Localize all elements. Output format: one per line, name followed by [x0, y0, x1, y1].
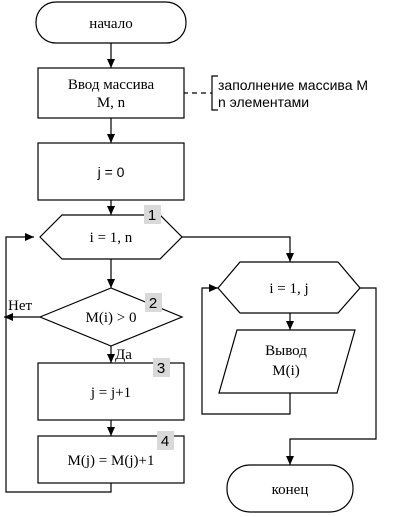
loop2-hexagon: i = 1, j — [217, 261, 361, 314]
step-number-4: 4 — [161, 433, 169, 450]
step-number-2: 2 — [149, 295, 157, 312]
j-init-block: j = 0 — [37, 142, 185, 201]
branch-label-yes: Да — [115, 347, 132, 363]
start-label: начало — [89, 16, 132, 32]
loop1-hexagon: i = 1, n — [39, 214, 183, 260]
step-badge-1: 1 — [144, 205, 161, 224]
comment-bracket — [211, 75, 218, 111]
end-label: конец — [272, 482, 309, 498]
assign-label: M(j) = M(j)+1 — [68, 453, 155, 469]
input-comment: заполнение массива M n элементами — [218, 77, 368, 110]
loop2-label: i = 1, j — [269, 281, 308, 297]
connectors — [4, 43, 377, 493]
step-badge-2: 2 — [145, 293, 162, 312]
comment-line2: n элементами — [218, 94, 309, 110]
output-label-line2: M(i) — [272, 363, 300, 379]
end-terminator: конец — [226, 464, 354, 513]
condition-label: M(i) > 0 — [86, 310, 137, 326]
loop1-label: i = 1, n — [90, 230, 133, 246]
loop2-return-line — [201, 284, 291, 415]
branch-label-no: Нет — [8, 298, 32, 314]
step-number-3: 3 — [157, 360, 165, 377]
loop2-exit-line — [286, 287, 377, 465]
step-number-1: 1 — [148, 207, 156, 224]
j-init-label: j = 0 — [97, 164, 125, 180]
loop1-exit-line — [181, 236, 294, 262]
comment-line1: заполнение массива M — [218, 77, 368, 93]
j-increment-label: j = j+1 — [90, 385, 131, 401]
loop1-return-line — [5, 233, 112, 493]
output-block: Вывод M(i) — [218, 329, 356, 394]
input-label-line1: Ввод массива — [68, 77, 155, 93]
input-block: Ввод массива M, n — [37, 67, 185, 119]
output-label-line1: Вывод — [265, 343, 307, 359]
step-badge-4: 4 — [157, 431, 174, 450]
input-label-line2: M, n — [97, 95, 126, 111]
start-terminator: начало — [35, 1, 187, 44]
step-badge-3: 3 — [153, 358, 170, 377]
